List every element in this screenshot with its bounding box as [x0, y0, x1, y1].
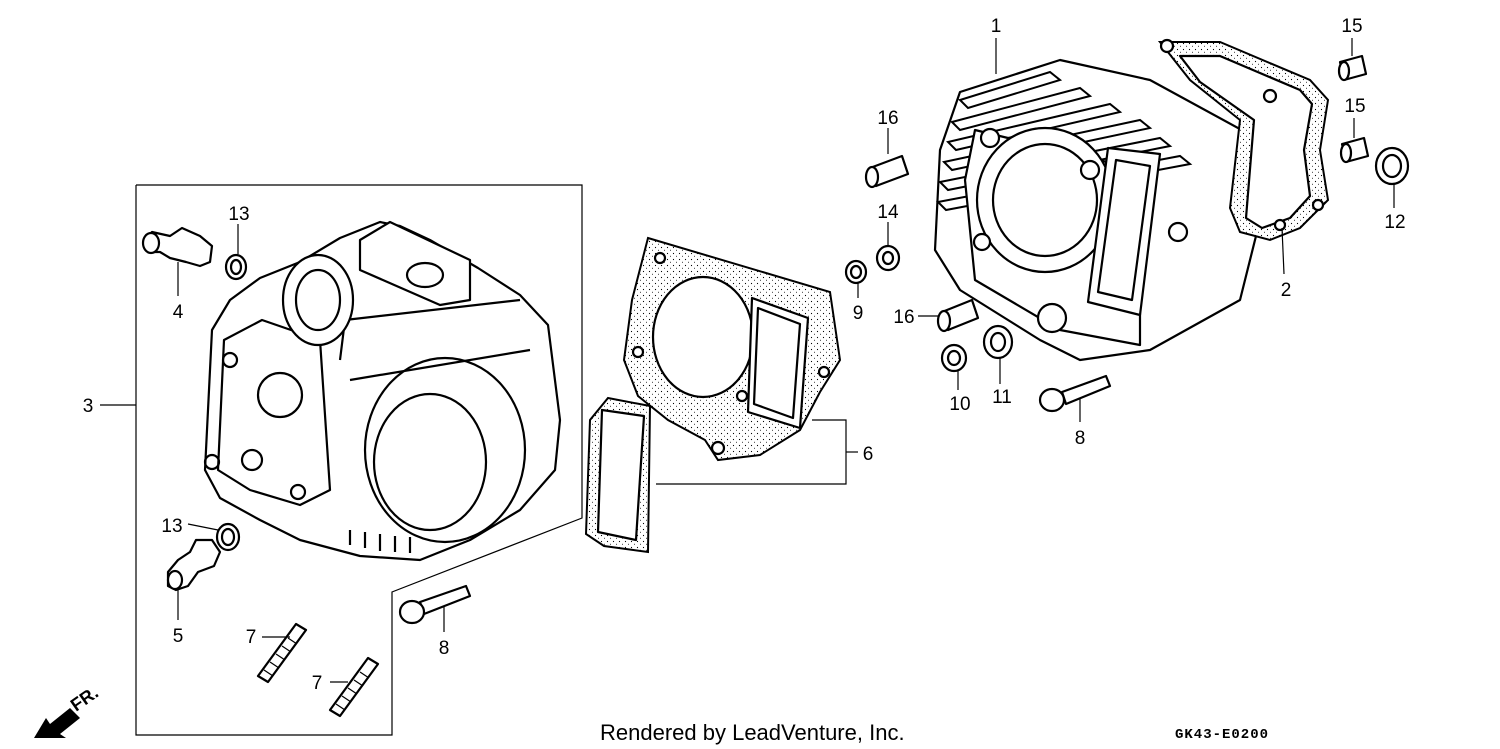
front-direction-indicator: FR. [34, 682, 102, 738]
callout-12: 12 [1384, 212, 1405, 233]
part-16-lower[interactable] [918, 298, 980, 333]
callout-14: 14 [877, 202, 899, 223]
diagram-code: GK43-E0200 [1175, 727, 1269, 743]
part-5[interactable] [166, 538, 222, 620]
part-13-upper[interactable] [224, 224, 248, 281]
part-13-lower[interactable] [187, 522, 241, 552]
part-7-stud-upper[interactable] [256, 622, 308, 684]
part-7-stud-lower[interactable] [328, 656, 380, 718]
callout-7-upper: 7 [246, 627, 257, 648]
part-14[interactable] [875, 222, 901, 272]
callout-10: 10 [949, 394, 970, 415]
callout-4: 4 [173, 302, 184, 323]
callout-3: 3 [83, 396, 94, 417]
part-6-head-gasket[interactable] [622, 236, 842, 462]
callout-15-lower: 15 [1344, 96, 1365, 117]
part-15-upper[interactable] [1337, 38, 1368, 82]
part-10[interactable] [940, 343, 968, 390]
part-4[interactable] [141, 226, 214, 296]
callout-8-left: 8 [439, 638, 450, 659]
part-16-upper[interactable] [864, 128, 910, 189]
part-8-bolt-right[interactable] [1038, 374, 1112, 422]
callout-6: 6 [863, 444, 874, 465]
cylinder[interactable] [933, 58, 1267, 362]
part-11[interactable] [982, 324, 1014, 384]
front-arrow-icon [34, 708, 80, 738]
cylinder-head-assembly-bracket [100, 184, 583, 736]
part-15-lower[interactable] [1339, 118, 1370, 164]
callout-8-right: 8 [1075, 428, 1086, 449]
part-12[interactable] [1374, 146, 1410, 208]
part-6-small-gasket[interactable] [584, 396, 652, 554]
callout-13-lower: 13 [161, 516, 182, 537]
part-8-bolt-left[interactable] [398, 584, 472, 632]
part-6-bracket [656, 419, 858, 485]
footer-credit: Rendered by LeadVenture, Inc. [600, 720, 905, 745]
callout-13-upper: 13 [228, 204, 249, 225]
callout-16-lower: 16 [893, 307, 914, 328]
callout-9: 9 [853, 303, 864, 324]
part-9[interactable] [844, 259, 868, 298]
callout-7-lower: 7 [312, 673, 323, 694]
callout-1: 1 [991, 16, 1002, 37]
callout-11: 11 [992, 387, 1012, 408]
callout-2: 2 [1281, 280, 1292, 301]
callout-15-upper: 15 [1341, 16, 1362, 37]
callout-5: 5 [173, 626, 184, 647]
cylinder-head[interactable] [203, 220, 562, 562]
callout-16-upper: 16 [877, 108, 898, 129]
part-2-base-gasket[interactable] [1157, 38, 1330, 275]
